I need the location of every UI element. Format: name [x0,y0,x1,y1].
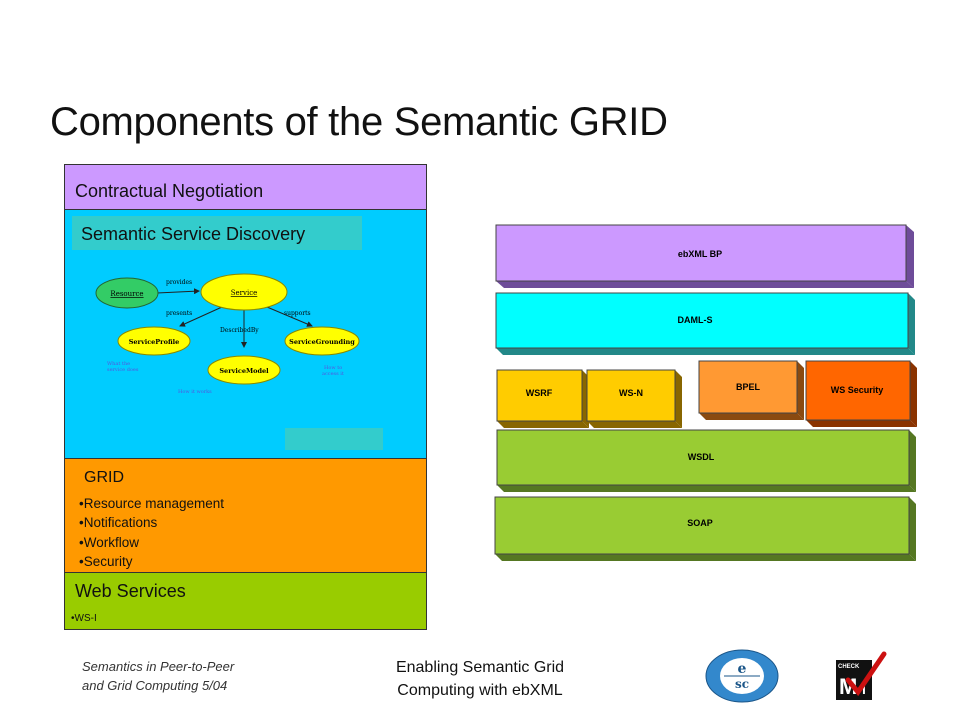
service-model-label: ServiceModel [219,367,269,375]
web-services-band: Web Services WS-I [64,572,427,630]
decorative-teal-box [285,428,383,450]
service-grounding-label: ServiceGrounding [289,338,355,346]
discovery-label-box [72,216,362,250]
service-model-node [207,355,281,385]
ws-n-block: WS-N [586,369,682,428]
service-grounding-node [284,326,360,356]
svg-text:M: M [839,674,857,699]
list-item: Security [79,552,224,571]
ebxml-bp-label: ebXML BP [678,249,722,259]
service-node-label: Service [231,289,258,297]
svg-text:sc: sc [735,677,749,691]
ws-n-label: WS-N [619,388,643,398]
how-to-access-note: How to access it [322,365,344,377]
list-item: Notifications [79,513,224,532]
esc-logo-icon: e sc [705,649,779,703]
supports-arrow [266,306,313,327]
daml-s-label: DAML-S [678,315,713,325]
svg-text:i: i [862,681,866,697]
wsrf-block: WSRF [496,369,589,428]
wsrf-label: WSRF [526,388,553,398]
wsdl-block: WSDL [496,429,916,492]
daml-s-block: DAML-S [495,292,915,355]
service-node [200,273,288,311]
resource-node [95,277,159,309]
grid-band: GRID Resource management Notifications W… [64,458,427,573]
presents-label: presents [166,310,192,317]
how-it-works-note: How it works [178,389,212,395]
grid-feature-list: Resource management Notifications Workfl… [79,494,224,571]
semantic-service-discovery-label: Semantic Service Discovery [81,224,306,244]
soap-label: SOAP [687,518,713,528]
grid-title: GRID [84,469,124,486]
bpel-block: BPEL [698,360,804,420]
wsdl-label: WSDL [688,452,715,462]
footer-left-text: Semantics in Peer-to-Peer and Grid Compu… [82,659,235,693]
svg-text:e: e [738,661,747,677]
described-by-label: DescribedBy [220,327,259,334]
ws-security-label: WS Security [831,385,884,395]
list-item: Resource management [79,494,224,513]
provides-label: provides [166,279,192,286]
what-it-does-note: What the service does [107,361,139,373]
list-item: Workflow [79,533,224,552]
list-item: WS-I [71,613,97,624]
contractual-negotiation-band: Contractual Negotiation [64,164,427,210]
owl-s-service-diagram: Resource Service ServiceProfile ServiceM… [95,273,360,395]
ebxml-bp-block: ebXML BP [495,224,914,288]
service-profile-label: ServiceProfile [129,338,180,346]
contractual-negotiation-label: Contractual Negotiation [75,181,264,201]
ws-security-block: WS Security [805,360,917,427]
soap-block: SOAP [494,496,916,561]
page-title: Components of the Semantic GRID [50,100,668,144]
web-services-title: Web Services [75,581,186,601]
supports-label: supports [284,310,311,317]
resource-node-label: Resource [110,290,143,298]
footer-center-text: Enabling Semantic Grid Computing with eb… [395,659,565,699]
provides-arrow [156,288,200,295]
presents-arrow [179,306,223,327]
service-profile-node [117,326,191,356]
svg-text:CHECK: CHECK [838,664,860,670]
bpel-label: BPEL [736,382,761,392]
check-mi-logo-icon: CHECK M i [836,651,887,700]
